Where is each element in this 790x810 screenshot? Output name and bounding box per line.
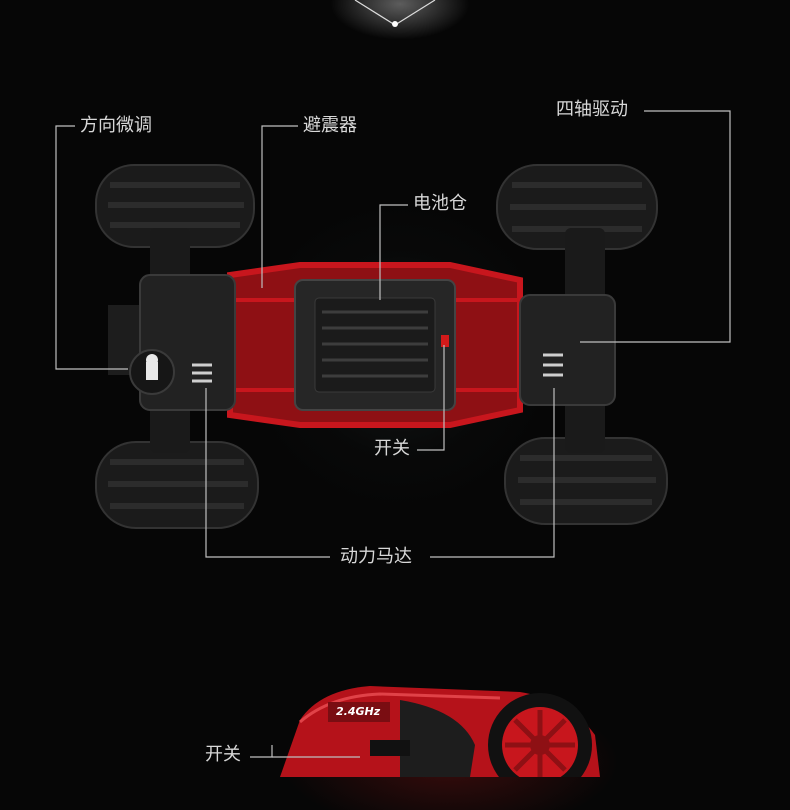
- badge-24ghz: 2.4GHz: [336, 705, 381, 718]
- callout-switch-bottom: [250, 745, 273, 758]
- product-feature-diagram: 方向微调 避震器 四轴驱动 电池仓 开关 动力马达 开关 2.4GHz: [55, 0, 731, 810]
- callout-four-wheel-drive: [580, 110, 731, 343]
- label-battery-compartment: 电池仓: [413, 193, 467, 214]
- callout-battery: [379, 204, 408, 300]
- label-power-motor: 动力马达: [340, 546, 412, 567]
- left-motor-housing: [108, 274, 236, 411]
- label-four-wheel-drive: 四轴驱动: [556, 99, 628, 120]
- battery-cover: [294, 279, 456, 411]
- top-light-beam: [354, 0, 436, 27]
- power-switch: [441, 335, 449, 347]
- label-switch: 开关: [374, 438, 410, 459]
- label-fine-tune: 方向微调: [80, 115, 152, 136]
- bottom-car-partial: [280, 686, 600, 777]
- label-switch-bottom: 开关: [205, 744, 241, 765]
- label-shock-absorber: 避震器: [303, 115, 357, 136]
- tire-rear-right: [504, 437, 668, 525]
- top-light-glow: [330, 0, 470, 40]
- tire-front-left: [95, 164, 255, 248]
- callout-motor-left: [205, 388, 330, 558]
- right-motor-housing: [519, 294, 616, 406]
- callout-lines: [55, 110, 731, 558]
- callout-shock-absorber: [261, 125, 298, 288]
- callout-motor-right: [430, 388, 555, 558]
- car-illustration: [55, 0, 731, 777]
- callout-switch: [417, 345, 445, 451]
- callout-fine-tune: [55, 125, 128, 370]
- tire-rear-left: [95, 441, 259, 529]
